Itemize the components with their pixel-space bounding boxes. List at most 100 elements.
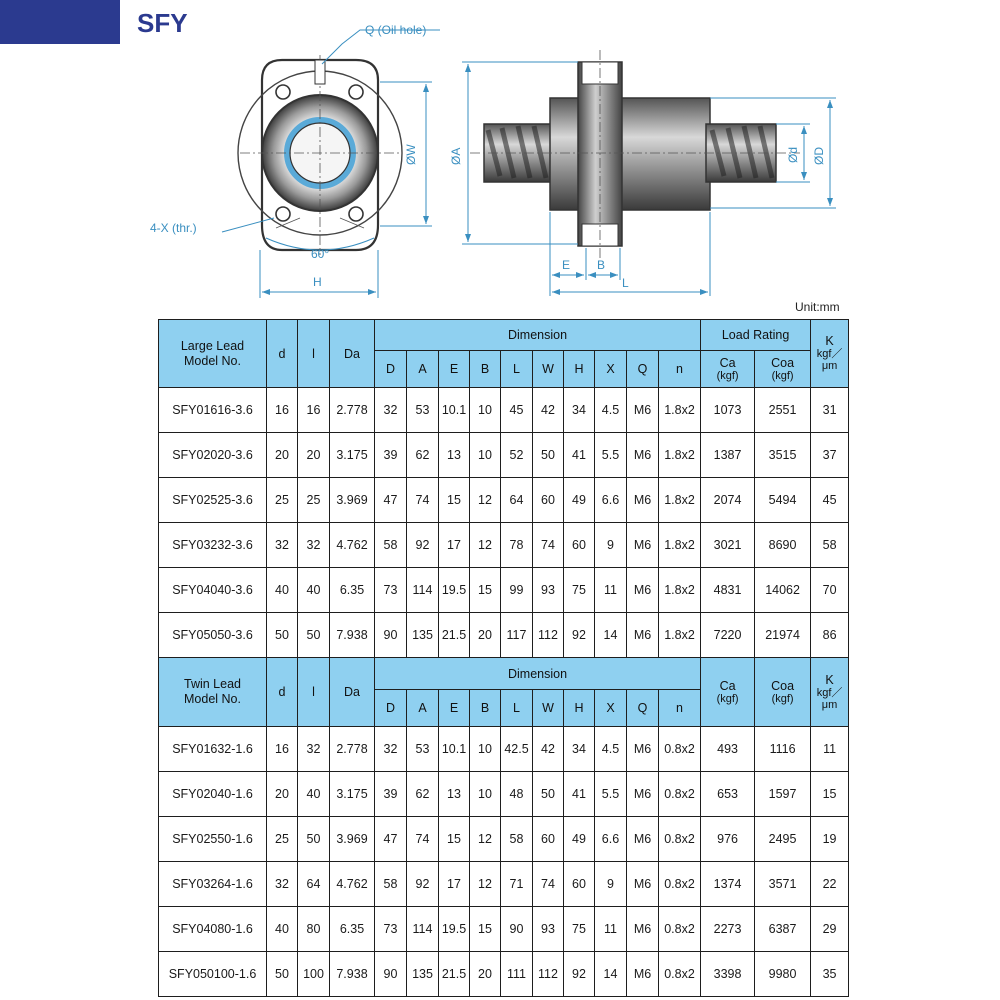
table-cell: M6 [626, 477, 659, 523]
col-l-header: l [297, 319, 330, 388]
table-cell: 2495 [754, 816, 812, 862]
col-n-header: n [657, 689, 702, 727]
table-cell: 8690 [754, 522, 812, 568]
model-number-cell: SFY02525-3.6 [158, 477, 267, 523]
table-cell: 15 [810, 771, 850, 817]
table-cell: 40 [266, 906, 298, 952]
col-B-header: B [469, 350, 501, 388]
table-cell: 73 [374, 567, 407, 613]
table-cell: 10 [469, 432, 501, 478]
table-cell: 10 [469, 726, 501, 772]
table-cell: 60 [563, 861, 595, 907]
table-cell: M6 [626, 951, 659, 997]
table-cell: 45 [500, 387, 533, 433]
table-cell: 25 [266, 816, 298, 862]
large-lead-header-line1: Large Lead [180, 338, 245, 353]
twin-lead-header-line2: Model No. [184, 692, 241, 706]
angle-label: 60° [311, 247, 329, 261]
table-cell: M6 [626, 432, 659, 478]
table-cell: 9 [594, 861, 627, 907]
table-cell: 5.5 [594, 771, 627, 817]
table-cell: 1.8x2 [657, 387, 702, 433]
table-cell: 34 [563, 387, 595, 433]
dim-e-label: E [562, 258, 570, 272]
table-cell: 20 [266, 432, 298, 478]
table-cell: 10.1 [438, 387, 470, 433]
table-cell: 40 [266, 567, 298, 613]
table-cell: 21.5 [438, 612, 470, 658]
table-cell: 1.8x2 [657, 612, 702, 658]
table-cell: M6 [626, 906, 659, 952]
table-cell: 14062 [754, 567, 812, 613]
model-number-cell: SFY04040-3.6 [158, 567, 267, 613]
col-da-header: Da [329, 657, 375, 727]
col-D-header: D [374, 689, 407, 727]
table-cell: 37 [810, 432, 850, 478]
k-unit-line2: μm [821, 360, 838, 372]
col-L-header: L [500, 689, 533, 727]
technical-drawing: Q (Oil hole) 4-X (thr.) 60° H ØW ØA Ød Ø… [150, 23, 836, 298]
table-cell: 1.8x2 [657, 522, 702, 568]
table-cell: 3.175 [329, 771, 375, 817]
table-cell: 90 [374, 951, 407, 997]
table-cell: 114 [406, 906, 439, 952]
table-cell: 32 [374, 726, 407, 772]
model-number-cell: SFY05050-3.6 [158, 612, 267, 658]
table-cell: 78 [500, 522, 533, 568]
k-unit-line2: μm [821, 698, 838, 711]
table-cell: 4831 [700, 567, 756, 613]
table-cell: 10 [469, 771, 501, 817]
table-cell: 86 [810, 612, 850, 658]
table-cell: 74 [406, 816, 439, 862]
dim-w-label: ØW [404, 144, 418, 165]
table-cell: 52 [500, 432, 533, 478]
col-ca-header: Ca (kgf) [700, 350, 756, 388]
col-W-header: W [532, 350, 564, 388]
table-cell: 20 [469, 951, 501, 997]
table-cell: 71 [500, 861, 533, 907]
table-cell: 493 [700, 726, 756, 772]
table-cell: 41 [563, 771, 595, 817]
table-cell: 21974 [754, 612, 812, 658]
oil-hole-label: Q (Oil hole) [365, 23, 426, 37]
table-cell: 40 [297, 567, 330, 613]
table-cell: 32 [374, 387, 407, 433]
table-cell: M6 [626, 861, 659, 907]
table-cell: 20 [297, 432, 330, 478]
table-cell: 75 [563, 567, 595, 613]
table-cell: 35 [810, 951, 850, 997]
table-cell: 3.175 [329, 432, 375, 478]
table-cell: 74 [406, 477, 439, 523]
table-cell: 1.8x2 [657, 432, 702, 478]
dim-d-small-label: Ød [786, 147, 800, 163]
table-cell: M6 [626, 612, 659, 658]
table-cell: 6.35 [329, 567, 375, 613]
twin-lead-header-line1: Twin Lead [184, 677, 241, 691]
twin-lead-model-header: Twin Lead Model No. [158, 657, 267, 727]
table-cell: 50 [266, 612, 298, 658]
table-cell: 114 [406, 567, 439, 613]
table-cell: 42 [532, 726, 564, 772]
table-cell: 7.938 [329, 951, 375, 997]
table-cell: 64 [500, 477, 533, 523]
table-cell: 25 [266, 477, 298, 523]
table-cell: 19.5 [438, 567, 470, 613]
table-cell: 34 [563, 726, 595, 772]
table-cell: 0.8x2 [657, 816, 702, 862]
col-k-header: K kgf／ μm [810, 657, 850, 727]
table-cell: 47 [374, 477, 407, 523]
table-cell: 117 [500, 612, 533, 658]
table-cell: 17 [438, 522, 470, 568]
table-cell: 10.1 [438, 726, 470, 772]
table-cell: 25 [297, 477, 330, 523]
model-number-cell: SFY03264-1.6 [158, 861, 267, 907]
coa-unit: (kgf) [771, 692, 794, 705]
table-cell: 0.8x2 [657, 906, 702, 952]
table-cell: 0.8x2 [657, 951, 702, 997]
table-cell: 20 [469, 612, 501, 658]
table-cell: 64 [297, 861, 330, 907]
col-X-header: X [594, 350, 627, 388]
